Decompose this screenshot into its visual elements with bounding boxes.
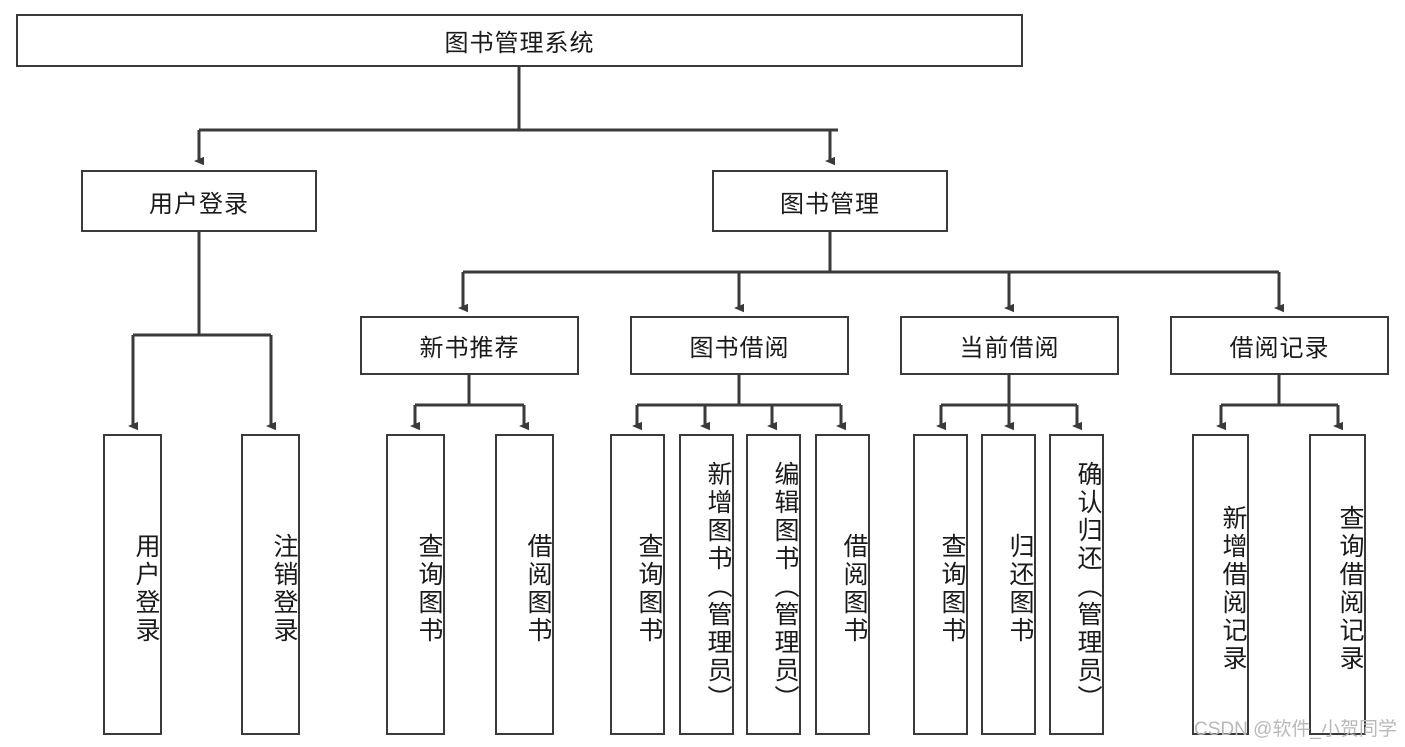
leaf-new-book-query-book[interactable]: 查询图书 (386, 434, 445, 735)
leaf-current-borrow-query-book[interactable]: 查询图书 (913, 434, 968, 735)
node-borrow-record[interactable]: 借阅记录 (1170, 316, 1389, 375)
leaf-book-borrow-edit-book-admin[interactable]: 编辑图书（管理员） (746, 434, 801, 735)
leaf-book-borrow-query-book[interactable]: 查询图书 (610, 434, 665, 735)
node-new-book-recommend[interactable]: 新书推荐 (360, 316, 579, 375)
leaf-user-login-login[interactable]: 用户登录 (103, 434, 162, 735)
node-current-borrow[interactable]: 当前借阅 (900, 316, 1119, 375)
leaf-book-borrow-add-book-admin[interactable]: 新增图书（管理员） (679, 434, 734, 735)
node-book-borrow[interactable]: 图书借阅 (630, 316, 849, 375)
leaf-book-borrow-borrow-book[interactable]: 借阅图书 (815, 434, 870, 735)
node-user-login[interactable]: 用户登录 (81, 170, 317, 232)
leaf-current-borrow-return-book[interactable]: 归还图书 (981, 434, 1036, 735)
leaf-new-book-borrow-book[interactable]: 借阅图书 (495, 434, 554, 735)
leaf-current-borrow-confirm-return-admin[interactable]: 确认归还（管理员） (1049, 434, 1104, 735)
leaf-user-login-logout[interactable]: 注销登录 (241, 434, 300, 735)
leaf-borrow-record-add-record[interactable]: 新增借阅记录 (1192, 434, 1249, 735)
node-book-management[interactable]: 图书管理 (712, 170, 948, 232)
leaf-borrow-record-query-record[interactable]: 查询借阅记录 (1309, 434, 1366, 735)
node-root-system[interactable]: 图书管理系统 (16, 14, 1023, 67)
csdn-watermark: CSDN @软件_小贺同学 (1194, 719, 1397, 740)
